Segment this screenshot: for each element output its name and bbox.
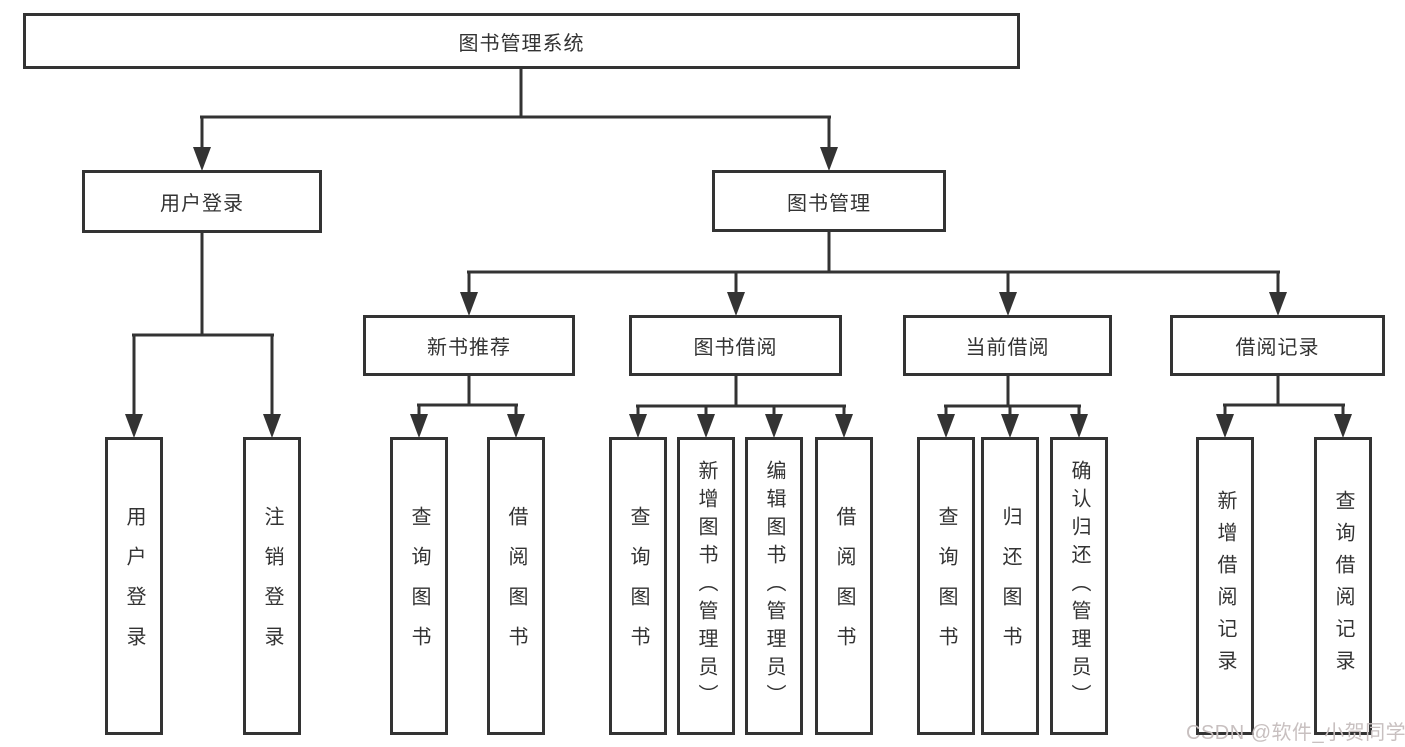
arrowhead-bb-edit — [765, 414, 783, 438]
arrowhead-user-login — [193, 147, 211, 171]
node-root-label: 图书管理系统 — [458, 32, 585, 55]
leaf-login-label: 用户登录 — [123, 506, 145, 666]
node-new-book-rec-label: 新书推荐 — [427, 337, 511, 359]
leaf-login: 用户登录 — [105, 437, 163, 735]
leaf-cb-return-books-label: 归还图书 — [999, 506, 1021, 666]
node-book-borrow: 图书借阅 — [629, 315, 842, 376]
arrowhead-logout — [263, 414, 281, 438]
leaf-bb-edit-books-label: 编辑图书（管理员） — [763, 460, 785, 712]
arrowhead-bb-add — [697, 414, 715, 438]
node-borrow-record: 借阅记录 — [1170, 315, 1385, 376]
arrowhead-br-query — [1334, 414, 1352, 438]
leaf-cb-query-books: 查询图书 — [917, 437, 975, 735]
leaf-br-add-record: 新增借阅记录 — [1196, 437, 1254, 735]
node-root: 图书管理系统 — [23, 13, 1020, 69]
node-current-borrow: 当前借阅 — [903, 315, 1112, 376]
arrowhead-new-book-rec — [460, 292, 478, 316]
leaf-bb-query-books-label: 查询图书 — [627, 506, 649, 666]
arrowhead-rec-borrow — [507, 414, 525, 438]
node-book-borrow-label: 图书借阅 — [693, 337, 778, 359]
leaf-bb-borrow-books-label: 借阅图书 — [833, 506, 855, 666]
leaf-br-query-record-label: 查询借阅记录 — [1332, 490, 1354, 682]
leaf-rec-query-books-label: 查询图书 — [408, 506, 430, 666]
connector-currentborrow-to-leaves — [937, 375, 1088, 438]
connector-borrowrecord-to-leaves — [1216, 375, 1352, 438]
arrowhead-cb-query — [937, 414, 955, 438]
arrowhead-book-borrow — [727, 292, 745, 316]
arrowhead-book-management — [820, 147, 838, 171]
leaf-cb-query-books-label: 查询图书 — [935, 506, 957, 666]
arrowhead-bb-borrow — [835, 414, 853, 438]
leaf-bb-edit-books: 编辑图书（管理员） — [745, 437, 803, 735]
leaf-br-query-record: 查询借阅记录 — [1314, 437, 1372, 735]
leaf-logout-label: 注销登录 — [261, 506, 283, 666]
arrowhead-current-borrow — [999, 292, 1017, 316]
leaf-bb-borrow-books: 借阅图书 — [815, 437, 873, 735]
leaf-cb-return-books: 归还图书 — [981, 437, 1039, 735]
node-current-borrow-label: 当前借阅 — [965, 337, 1050, 359]
leaf-bb-add-books-label: 新增图书（管理员） — [695, 460, 717, 712]
connector-root-to-level2 — [193, 68, 838, 171]
leaf-cb-confirm-return-label: 确认归还（管理员） — [1068, 460, 1090, 712]
arrowhead-br-add — [1216, 414, 1234, 438]
leaf-cb-confirm-return: 确认归还（管理员） — [1050, 437, 1108, 735]
connector-userlogin-to-leaves — [125, 232, 281, 438]
leaf-rec-query-books: 查询图书 — [390, 437, 448, 735]
node-book-management-label: 图书管理 — [787, 192, 871, 215]
arrowhead-cb-confirm — [1070, 414, 1088, 438]
leaf-bb-add-books: 新增图书（管理员） — [677, 437, 735, 735]
arrowhead-cb-return — [1001, 414, 1019, 438]
arrowhead-login — [125, 414, 143, 438]
connector-bookborrow-to-leaves — [629, 375, 853, 438]
leaf-rec-borrow-books-label: 借阅图书 — [505, 506, 527, 666]
arrowhead-bb-query — [629, 414, 647, 438]
leaf-bb-query-books: 查询图书 — [609, 437, 667, 735]
csdn-watermark: CSDN @软件_小贺同学 — [1186, 722, 1405, 744]
connector-bookmgmt-to-level3 — [460, 231, 1287, 316]
arrowhead-rec-query — [410, 414, 428, 438]
node-borrow-record-label: 借阅记录 — [1235, 337, 1320, 359]
node-user-login: 用户登录 — [82, 170, 322, 233]
leaf-logout: 注销登录 — [243, 437, 301, 735]
leaf-rec-borrow-books: 借阅图书 — [487, 437, 545, 735]
connector-newbookrec-to-leaves — [410, 375, 525, 438]
leaf-br-add-record-label: 新增借阅记录 — [1214, 490, 1236, 682]
arrowhead-borrow-record — [1269, 292, 1287, 316]
node-user-login-label: 用户登录 — [160, 193, 244, 215]
node-new-book-rec: 新书推荐 — [363, 315, 575, 376]
node-book-management: 图书管理 — [712, 170, 946, 232]
